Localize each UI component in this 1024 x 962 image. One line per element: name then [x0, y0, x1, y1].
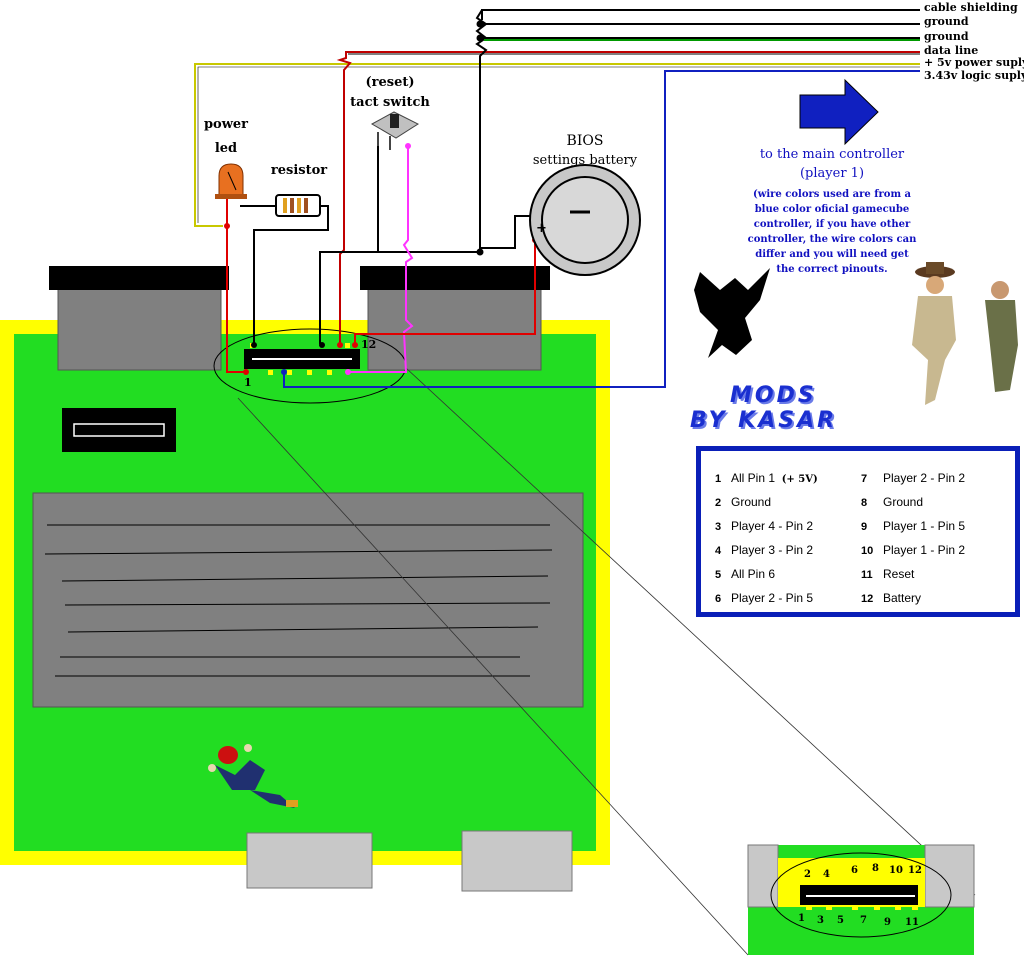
zoom-pin-1: 1	[798, 913, 805, 924]
zoom-pin-3: 3	[817, 915, 824, 926]
zoom-pin-6: 6	[851, 865, 858, 876]
slot-left	[57, 287, 222, 371]
zoom-pin-10: 10	[889, 865, 903, 876]
wire-ground	[319, 9, 920, 344]
slot-right	[367, 287, 542, 371]
zoom-pin-5: 5	[837, 915, 844, 926]
wire-label-data-line: data line	[924, 44, 979, 57]
zoom-pin-12: 12	[908, 865, 922, 876]
wire-3v3	[283, 70, 920, 388]
bottom-slot-right	[461, 830, 573, 892]
reset-label-1: (reset)	[365, 75, 415, 90]
controller-note-title-1: to the main controller	[759, 147, 905, 162]
zoom-line-right	[405, 367, 976, 896]
zoom-slot-left	[747, 844, 779, 908]
character-sprite-small	[208, 744, 298, 808]
chip-lines	[44, 524, 553, 677]
battery-icon: +	[529, 164, 641, 276]
battery-label-2: settings battery	[532, 153, 638, 168]
connector-pin-12-label: 12	[361, 338, 377, 351]
zoom-pin-7: 7	[860, 915, 867, 926]
zoom-line-left	[237, 397, 749, 956]
reset-label-2: tact switch	[350, 95, 430, 110]
wire-label-logic: 3.43v logic suply	[924, 69, 1024, 82]
wire-label-ground-1: ground	[924, 15, 969, 28]
big-chip	[32, 492, 584, 708]
battery-label-1: BIOS	[566, 133, 604, 149]
resistor-label: resistor	[270, 163, 328, 178]
power-led-icon	[215, 163, 247, 199]
small-port-slot	[73, 423, 165, 437]
wire-5v	[194, 63, 920, 227]
soldiers-image	[912, 262, 1018, 405]
zoom-pin-8: 8	[872, 863, 879, 874]
zoom-slot-right	[924, 844, 975, 908]
small-port	[62, 408, 176, 452]
zoom-pin-2: 2	[804, 869, 811, 880]
zoom-pin-11: 11	[905, 917, 919, 928]
wire-led	[226, 198, 246, 373]
zoom-pin-9: 9	[884, 917, 891, 928]
controller-note-body: (wire colors used are from a blue color …	[747, 189, 917, 275]
tact-switch-icon	[370, 111, 420, 150]
brand-line-2: BY KASAR	[690, 408, 838, 433]
eagle-icon	[694, 268, 770, 358]
slot-right-cap	[360, 266, 550, 290]
wire-label-5v: + 5v power suply	[924, 56, 1024, 69]
power-led-label-2: led	[214, 141, 238, 156]
zoom-pin-4: 4	[823, 869, 830, 880]
bottom-slot-left	[246, 832, 373, 889]
svg-text:+: +	[536, 221, 547, 236]
controller-note-title-2: (player 1)	[799, 166, 865, 181]
slot-left-cap	[49, 266, 229, 290]
wire-reset	[348, 146, 414, 373]
wire-battery	[354, 240, 536, 345]
power-led-label-1: power	[203, 117, 249, 132]
wire-label-cable-shielding: cable shielding	[924, 1, 1018, 14]
arrow-to-controller-icon	[799, 78, 879, 146]
brand-line-1: MODS	[730, 383, 817, 408]
connector-pin-1-label: 1	[244, 376, 252, 389]
zoom-ellipse	[770, 852, 952, 938]
resistor-icon	[275, 194, 321, 217]
wire-label-ground-2: ground	[924, 30, 969, 43]
